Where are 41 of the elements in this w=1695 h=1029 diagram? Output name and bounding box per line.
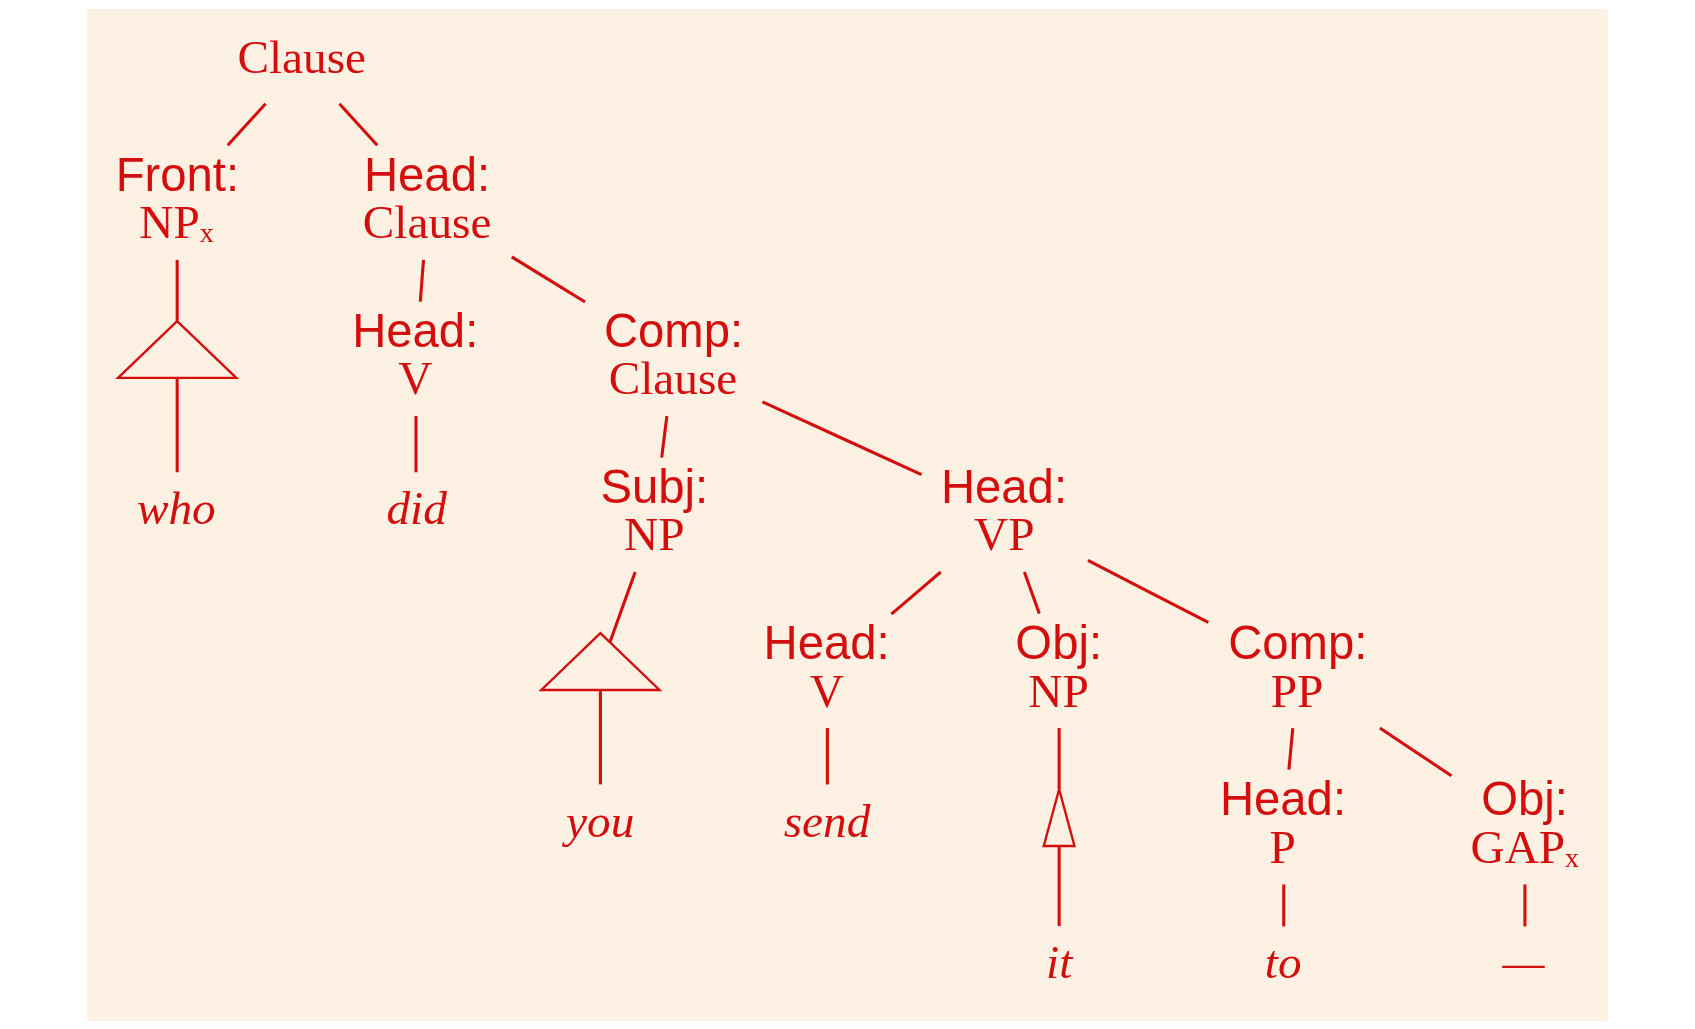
connector [1087,558,1210,624]
node-text: who [136,481,216,534]
node-text: to [1264,935,1302,988]
connector [890,570,942,615]
connector [761,399,923,476]
connector [608,571,637,642]
connector [1057,727,1061,789]
node-text: Comp: PP [1228,615,1368,717]
connector [338,102,379,146]
node-text: Clause [237,30,367,83]
connector [1282,883,1286,926]
connector [510,255,586,303]
connector [1379,726,1453,777]
node-text: did [386,481,447,534]
node-text: Front: NPₓ [115,147,240,248]
node-text: Head: Clause [362,147,492,248]
connector [1523,883,1527,926]
node-text: Subj: NP [600,459,709,560]
connector [1057,845,1061,926]
connector [414,415,418,472]
connector [1287,727,1295,770]
connector [598,690,602,784]
connector [825,727,829,784]
node-text: Head: VP [940,459,1068,560]
node-text: Comp: Clause [603,303,744,404]
node-text: Head: V [763,615,890,717]
connector [660,415,669,458]
connector [418,259,426,302]
node-text: — [1502,935,1545,988]
connector [226,102,267,146]
node-text: send [783,794,871,847]
connector [1022,571,1041,614]
node-text: it [1046,935,1073,988]
connector [175,259,179,321]
node-triangle [115,318,240,379]
node-text: Head: P [1219,771,1347,873]
node-text: Head: V [352,303,479,404]
connector [175,378,179,472]
node-text: Obj: GAPₓ [1470,771,1579,873]
node-text: Obj: NP [1015,615,1103,717]
node-triangle [538,631,663,691]
